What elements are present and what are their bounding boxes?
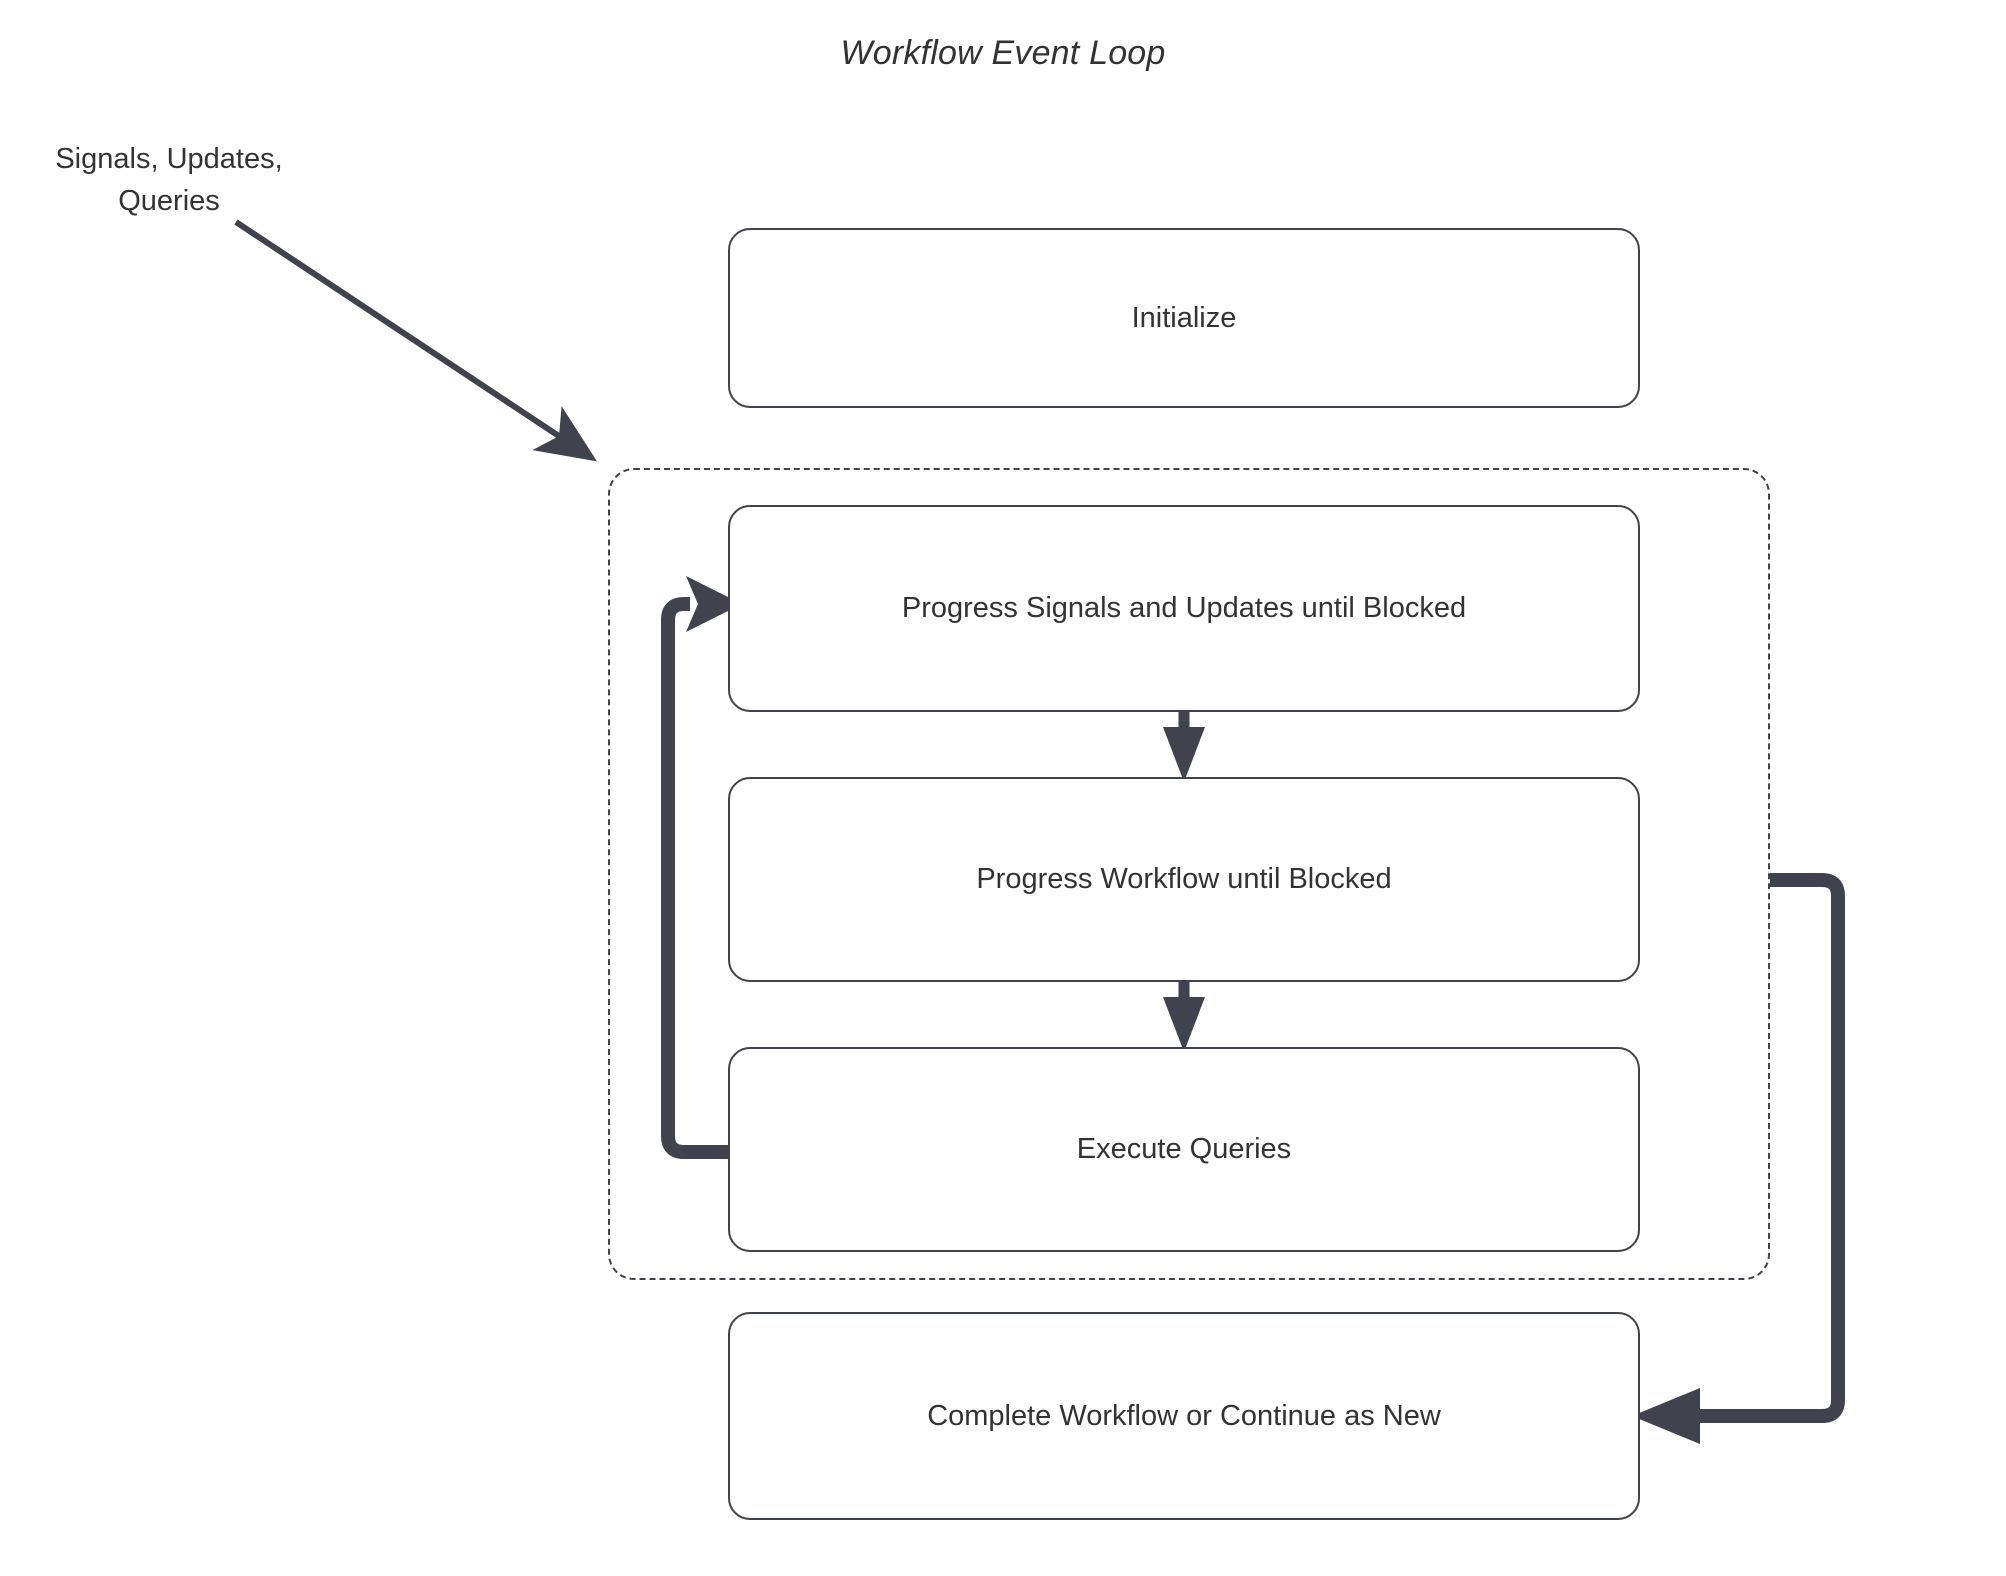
- edge-signals-to-loop: [234, 219, 598, 462]
- node-progress-signals[interactable]: Progress Signals and Updates until Block…: [728, 505, 1640, 712]
- node-complete-workflow-label: Complete Workflow or Continue as New: [927, 1399, 1441, 1432]
- node-progress-workflow[interactable]: Progress Workflow until Blocked: [728, 777, 1640, 982]
- node-execute-queries-label: Execute Queries: [1076, 1133, 1292, 1165]
- event-loop-region: [608, 468, 1770, 1280]
- external-input-label-line2: Queries: [118, 185, 220, 217]
- node-initialize-label: Initialize: [1131, 301, 1237, 334]
- node-progress-signals-label: Progress Signals and Updates until Block…: [901, 592, 1467, 624]
- page-title: Workflow Event Loop: [840, 34, 1166, 72]
- external-input-label: Signals, Updates, Queries: [24, 138, 314, 222]
- node-progress-workflow-label: Progress Workflow until Blocked: [976, 863, 1392, 895]
- node-complete-workflow[interactable]: Complete Workflow or Continue as New: [728, 1312, 1640, 1520]
- node-initialize[interactable]: Initialize: [728, 228, 1640, 408]
- node-execute-queries[interactable]: Execute Queries: [728, 1047, 1640, 1252]
- external-input-label-line1: Signals, Updates,: [55, 143, 283, 175]
